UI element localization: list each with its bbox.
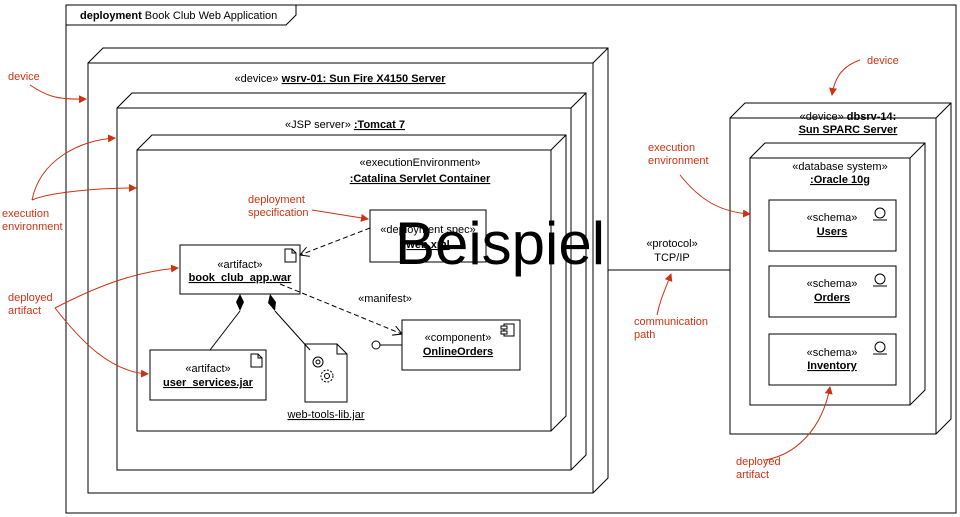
annotation-deployed-artifact-left: deployed artifact bbox=[8, 264, 179, 378]
svg-text:path: path bbox=[634, 329, 655, 341]
schema-orders: «schema» Orders bbox=[768, 265, 897, 318]
artifact-jar-name: user_services.jar bbox=[163, 377, 254, 389]
provided-interface-icon bbox=[371, 340, 381, 350]
schema-icon bbox=[874, 273, 886, 285]
frame-title: deployment Book Club Web Application bbox=[80, 10, 277, 22]
schema-icon bbox=[874, 207, 886, 219]
jsp-server-label: «JSP server» :Tomcat 7 bbox=[285, 119, 405, 131]
jsp-server-node: «JSP server» :Tomcat 7 bbox=[116, 92, 587, 471]
device-node-db-server: «device» dbsrv-14: Sun SPARC Server bbox=[729, 102, 952, 435]
schema-inventory: «schema» Inventory bbox=[768, 333, 897, 386]
svg-text:deployed: deployed bbox=[8, 292, 53, 304]
svg-text:deployment: deployment bbox=[248, 194, 305, 206]
artifact-book-club-app-war: «artifact» book_club_app.war bbox=[179, 244, 301, 295]
svg-text:artifact: artifact bbox=[8, 305, 41, 317]
artifact-war-name: book_club_app.war bbox=[189, 272, 292, 284]
svg-text:device: device bbox=[8, 71, 40, 83]
annotation-device-right: device bbox=[829, 55, 899, 96]
annotation-communication-path: communication path bbox=[634, 273, 708, 341]
svg-text:execution: execution bbox=[2, 208, 49, 220]
annotation-exec-env-left: execution environment bbox=[2, 134, 137, 233]
annotation-deployed-artifact-right: deployed artifact bbox=[736, 386, 833, 481]
svg-text:environment: environment bbox=[648, 155, 709, 167]
component-online-orders: «component» OnlineOrders bbox=[371, 319, 521, 371]
exec-env-stereotype: «executionEnvironment» bbox=[359, 157, 480, 169]
artifact-war-stereotype: «artifact» bbox=[217, 259, 262, 271]
deployment-spec-dependency bbox=[300, 227, 371, 255]
db-system-stereotype: «database system» bbox=[792, 161, 887, 173]
svg-text:artifact: artifact bbox=[736, 469, 769, 481]
protocol-stereotype: «protocol» bbox=[646, 238, 697, 250]
manifest-dependency bbox=[279, 283, 402, 334]
svg-text:device: device bbox=[867, 55, 899, 67]
svg-text:communication: communication bbox=[634, 316, 708, 328]
deployment-spec-stereotype: «deployment spec» bbox=[380, 224, 475, 236]
schema-stereotype: «schema» bbox=[807, 347, 858, 359]
component-name: OnlineOrders bbox=[423, 346, 493, 358]
execution-environment-node: «executionEnvironment» :Catalina Servlet… bbox=[136, 134, 567, 432]
svg-text:execution: execution bbox=[648, 142, 695, 154]
lib-name: web-tools-lib.jar bbox=[286, 409, 364, 421]
component-stereotype: «component» bbox=[425, 332, 492, 344]
annotation-device-left: device bbox=[8, 71, 87, 104]
schema-name: Orders bbox=[814, 292, 850, 304]
schema-name: Users bbox=[817, 226, 848, 238]
annotation-deployment-spec: deployment specification bbox=[248, 194, 369, 222]
device-node-web-server: «device» wsrv-01: Sun Fire X4150 Server bbox=[87, 47, 609, 494]
artifact-user-services-jar: «artifact» user_services.jar bbox=[149, 349, 267, 401]
deployment-spec-name: web.xml bbox=[405, 239, 449, 251]
schema-icon bbox=[874, 341, 886, 353]
protocol-name: TCP/IP bbox=[654, 252, 689, 264]
gear-icon bbox=[312, 356, 334, 383]
db-device-label-1: «device» dbsrv-14: bbox=[800, 111, 897, 123]
db-device-name: Sun SPARC Server bbox=[799, 124, 899, 136]
document-icon bbox=[284, 248, 297, 263]
watermark-text: Beispiel bbox=[395, 210, 605, 277]
document-icon bbox=[250, 353, 263, 368]
annotation-exec-env-right: execution environment bbox=[648, 142, 751, 218]
schema-users: «schema» Users bbox=[768, 199, 897, 252]
svg-text:specification: specification bbox=[248, 207, 309, 219]
exec-env-name: :Catalina Servlet Container bbox=[350, 173, 491, 185]
device-server-label: «device» wsrv-01: Sun Fire X4150 Server bbox=[235, 73, 447, 85]
artifact-jar-stereotype: «artifact» bbox=[185, 363, 230, 375]
svg-text:environment: environment bbox=[2, 221, 63, 233]
db-system-name: :Oracle 10g bbox=[810, 174, 870, 186]
library-web-tools-lib: web-tools-lib.jar bbox=[286, 343, 365, 421]
component-icon bbox=[500, 323, 515, 337]
manifest-label: «manifest» bbox=[358, 293, 412, 305]
database-system-node: «database system» :Oracle 10g bbox=[749, 142, 926, 406]
diagram-frame: deployment Book Club Web Application bbox=[65, 4, 957, 514]
composition-links bbox=[209, 294, 311, 351]
schema-stereotype: «schema» bbox=[807, 212, 858, 224]
schema-name: Inventory bbox=[807, 360, 857, 372]
schema-stereotype: «schema» bbox=[807, 278, 858, 290]
deployment-spec-web-xml: «deployment spec» web.xml bbox=[369, 209, 487, 263]
